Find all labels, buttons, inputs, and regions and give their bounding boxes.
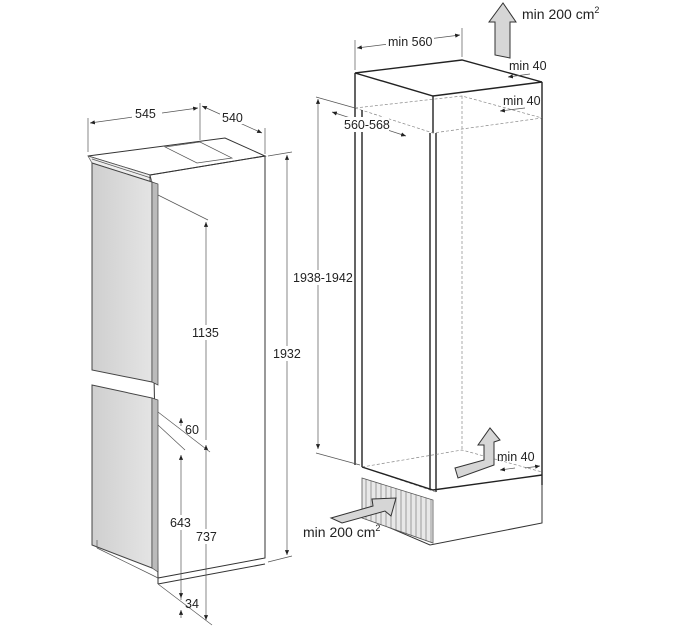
top-rear-clearance-label: min 40 — [509, 59, 547, 73]
upper-door — [91, 162, 153, 383]
dimension-depth: 540 — [201, 105, 266, 154]
depth-label: 540 — [222, 111, 243, 125]
top-ventilation: min 200 cm2 — [488, 2, 599, 59]
dimension-niche-width: min 560 — [354, 28, 463, 70]
top-vent-plate — [163, 141, 234, 164]
dimension-niche-height: 1938-1942 — [292, 96, 361, 466]
plinth-offset-label: 34 — [185, 597, 199, 611]
airflow-curve-arrow-icon — [454, 427, 501, 479]
dimension-niche-depth: 560-568 — [331, 111, 407, 137]
airflow-up-arrow-icon — [488, 2, 517, 59]
lower-door — [91, 384, 153, 569]
top-side-clearance-label: min 40 — [503, 94, 541, 108]
dimension-lower-section: 737 — [194, 445, 220, 620]
dimension-lower-door: 643 — [169, 455, 193, 600]
dimension-bottom-clearance: min 40 — [497, 450, 541, 472]
niche-depth-label: 560-568 — [344, 118, 390, 132]
niche-drawing — [354, 59, 543, 546]
appliance-side — [149, 155, 266, 579]
lower-door-height-label: 643 — [170, 516, 191, 530]
bottom-inner-airflow — [454, 427, 501, 479]
appliance-drawing — [87, 137, 267, 585]
width-label: 545 — [135, 107, 156, 121]
bottom-clearance-label: min 40 — [497, 450, 535, 464]
dimension-top-side-clearance: min 40 — [499, 94, 541, 113]
lower-section-height-label: 737 — [196, 530, 217, 544]
ventilation-grille — [361, 477, 434, 544]
top-vent-label: min 200 cm2 — [522, 5, 599, 22]
niche-width-label: min 560 — [388, 35, 433, 49]
dimension-height: 1932 — [267, 151, 302, 563]
niche-height-label: 1938-1942 — [293, 271, 353, 285]
dimension-door-gap: 60 — [157, 411, 211, 453]
dimension-upper-door: 1135 — [157, 194, 224, 440]
upper-door-height-label: 1135 — [192, 326, 219, 340]
door-gap-label: 60 — [185, 423, 199, 437]
bottom-ventilation: min 200 cm2 — [303, 497, 397, 540]
height-label: 1932 — [273, 347, 301, 361]
bottom-vent-label: min 200 cm2 — [303, 523, 380, 540]
dimension-plinth: 34 — [157, 583, 213, 626]
airflow-in-arrow-icon — [329, 497, 397, 524]
dimension-width: 545 — [87, 103, 201, 152]
dimension-top-rear-clearance: min 40 — [507, 59, 547, 79]
